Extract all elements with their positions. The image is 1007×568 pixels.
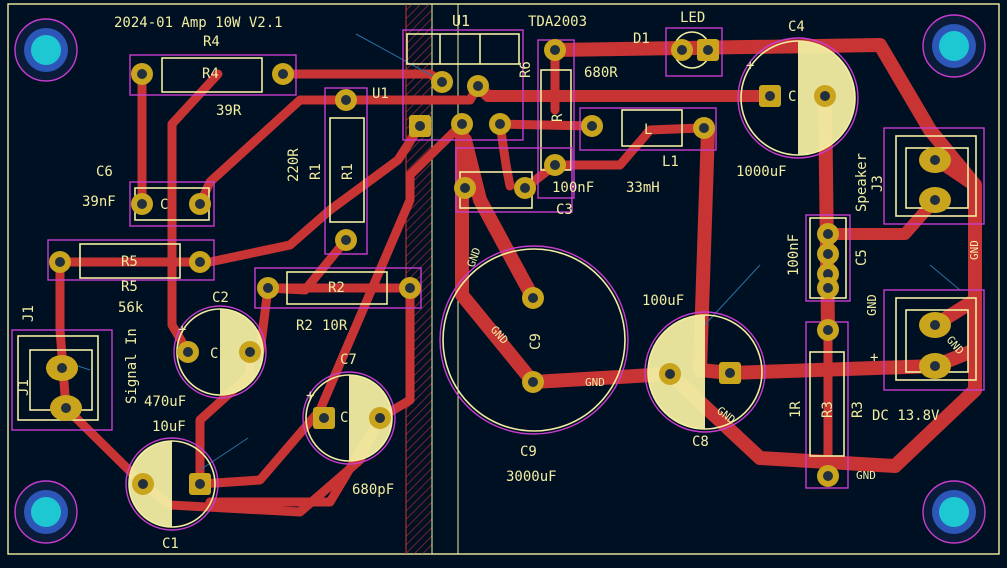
label-j2-gnd: GND [865, 294, 879, 316]
label-c9: C9 [520, 444, 537, 460]
label-j1-inner: J1 [16, 379, 32, 396]
label-j3-gnd: GND [968, 240, 981, 260]
svg-text:+: + [746, 58, 754, 74]
label-l1: L1 [662, 154, 679, 170]
label-c4-inner: C [788, 89, 796, 105]
label-c1-value: 470uF [144, 394, 186, 410]
label-r2-value: 10R [322, 318, 348, 334]
label-c3-value: 100nF [552, 180, 594, 196]
svg-text:+: + [306, 388, 314, 404]
gnd-label-r3: GND [856, 469, 876, 482]
mount-hole-bottom-right [922, 480, 986, 544]
label-c1-value2: 10uF [152, 419, 186, 435]
label-r6-value: 680R [584, 65, 618, 81]
pads [46, 39, 951, 495]
label-c4: C4 [788, 19, 805, 35]
label-r3-value: 1R [788, 401, 804, 418]
label-c9-inner: C9 [528, 333, 544, 350]
label-c5: C5 [854, 249, 870, 266]
label-c2-inner: C [210, 346, 218, 362]
board-outline [7, 3, 1000, 555]
label-r1-inner: R1 [340, 163, 356, 180]
label-r2-inner: R2 [328, 280, 345, 296]
label-j1-value: Signal In [124, 328, 140, 404]
label-l1-inner: L [644, 122, 652, 138]
label-r1: R1 [308, 163, 324, 180]
ratsnest-lines [59, 33, 961, 471]
label-j3: J3 [870, 175, 886, 192]
label-c9-value: 3000uF [506, 469, 557, 485]
label-j1: J1 [21, 305, 37, 322]
label-c7: C7 [340, 352, 357, 368]
label-c6-value: 39nF [82, 194, 116, 210]
label-l1-value: 33mH [626, 180, 660, 196]
label-c2: C2 [212, 290, 229, 306]
mount-hole-top-right [922, 14, 986, 78]
label-plus-j2: + [870, 350, 878, 366]
label-c4-value: 1000uF [736, 164, 787, 180]
label-r5: R5 [121, 279, 138, 295]
label-c8: C8 [692, 434, 709, 450]
label-c7-inner: C [340, 410, 348, 426]
gnd-label-bottom-mid: GND [585, 376, 605, 389]
label-r5-value: 56k [118, 300, 144, 316]
label-u1-value: TDA2003 [528, 14, 587, 30]
label-c3: C3 [556, 202, 573, 218]
label-r4-inner: R4 [202, 66, 219, 82]
label-r3-inner: R3 [820, 401, 836, 418]
label-d1: D1 [633, 31, 650, 47]
label-j2-value: DC 13.8V [872, 408, 940, 424]
label-c1: C1 [162, 536, 179, 552]
board-title: 2024-01 Amp 10W V2.1 [114, 15, 283, 31]
mount-hole-top-left [14, 18, 78, 82]
label-r1-value: 220R [286, 148, 302, 182]
label-c8-value: 100uF [642, 293, 684, 309]
label-r4-value: 39R [216, 103, 242, 119]
label-u1-ref2: U1 [372, 86, 389, 102]
label-r2: R2 [296, 318, 313, 334]
gnd-label-c9-vertical: GND [465, 246, 484, 269]
label-c6: C6 [96, 164, 113, 180]
label-j3-value: Speaker [854, 153, 870, 212]
label-c6-inner: C [160, 197, 168, 213]
label-d1-value: LED [680, 10, 705, 26]
label-r5-inner: R5 [121, 254, 138, 270]
silkscreen-labels: 2024-01 Amp 10W V2.1 U1 TDA2003 U1 LED D… [16, 10, 981, 552]
label-r6: R6 [518, 61, 534, 78]
label-r6-inner: R [550, 113, 566, 122]
mount-hole-bottom-left [14, 480, 78, 544]
svg-text:+: + [178, 322, 186, 338]
label-r4: R4 [203, 34, 220, 50]
label-c7-value: 680pF [352, 482, 394, 498]
label-r3: R3 [850, 401, 866, 418]
label-c5-value: 100nF [786, 234, 802, 276]
label-u1: U1 [452, 12, 470, 30]
